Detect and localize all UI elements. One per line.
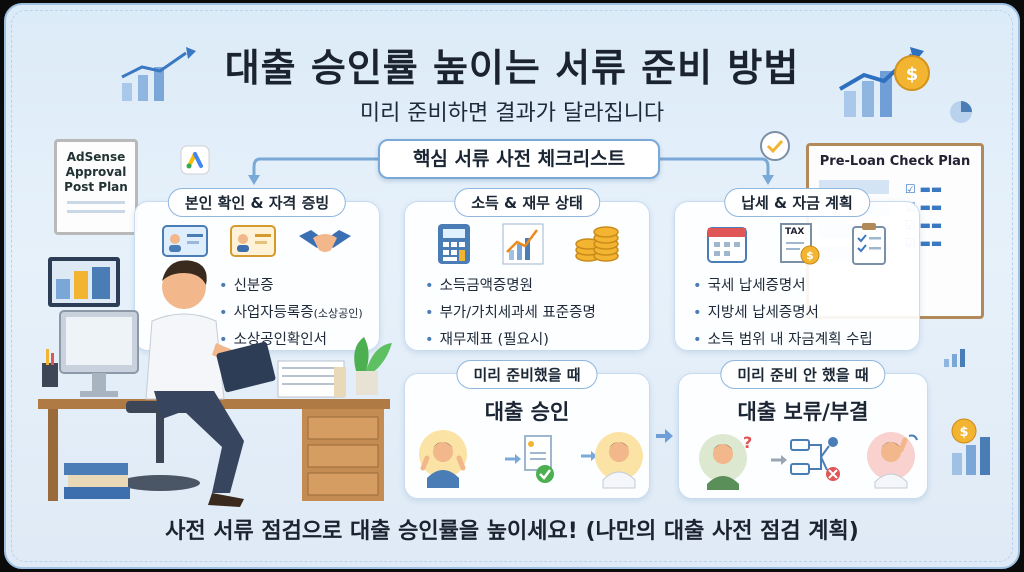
tax-card-tag: 납세 & 자금 계획 (724, 188, 870, 217)
approved-document-icon (505, 435, 554, 483)
identity-card-tag: 본인 확인 & 자격 증빙 (167, 188, 347, 217)
coin-stack-icon (574, 226, 619, 262)
id-card-icon (162, 225, 208, 257)
person-at-desk-illustration (38, 257, 392, 507)
tax-document-icon: $ TAX (777, 222, 821, 266)
finance-item-1: 소득금액증명원 (425, 274, 649, 295)
stressed-person-icon (867, 432, 918, 489)
board-line-2: Approval (65, 165, 127, 179)
unprepared-result-title: 대출 보류/부결 (737, 400, 869, 424)
bar-chart-icon (121, 47, 196, 101)
prepared-result-card: 미리 준비했을 때 대출 승인 (404, 360, 650, 499)
footer-message: 사전 서류 점검으로 대출 승인률을 높이세요! (나만의 대출 사전 점검 계… (165, 519, 859, 544)
tax-item-2: 지방세 납세증명서 (693, 301, 919, 322)
clipboard-icon (852, 223, 886, 265)
finance-item-2: 부가/가치세과세 표준증명 (425, 301, 649, 322)
happy-person-icon (419, 430, 467, 488)
page-title: 대출 승인률 높이는 서류 준비 방법 (224, 46, 800, 90)
mini-bar-chart-icon (944, 349, 965, 367)
unprepared-result-card: 미리 준비 안 했을 때 대출 보류/부결 ? (678, 360, 928, 499)
pie-chart-icon (950, 101, 972, 123)
finance-card: 소득 & 재무 상태 소득금액증명원 (404, 188, 650, 351)
calendar-icon (707, 227, 747, 263)
infographic-frame: $ 대출 승인률 높이는 서류 준비 방법 미리 준비하면 결과가 달라집니다 … (4, 3, 1020, 569)
svg-text:$: $ (806, 249, 814, 262)
svg-text:$: $ (959, 425, 968, 440)
arrow-between-results-icon (656, 429, 673, 443)
check-badge-icon (760, 131, 790, 161)
coin-icon: $ (894, 55, 930, 91)
checklist-header: 핵심 서류 사전 체크리스트 (378, 139, 660, 179)
board-line-1: AdSense (66, 150, 126, 164)
confused-person-icon: ? (699, 433, 752, 490)
arrow-right-icon (660, 157, 774, 185)
tax-card: 납세 & 자금 계획 $ TAX (674, 188, 920, 351)
page-subtitle: 미리 준비하면 결과가 달라집니다 (359, 101, 665, 126)
calculator-icon (438, 224, 471, 264)
board-line-3: Post Plan (64, 180, 128, 194)
board-title: Pre-Loan Check Plan (819, 154, 971, 169)
prepared-result-tag: 미리 준비했을 때 (456, 360, 598, 389)
svg-text:?: ? (743, 433, 752, 452)
unprepared-result-tag: 미리 준비 안 했을 때 (720, 360, 886, 389)
tax-item-3: 소득 범위 내 자금계획 수립 (693, 328, 919, 349)
finance-item-3: 재무제표 (필요시) (425, 328, 649, 349)
flowchart-rejected-icon (771, 437, 840, 481)
finance-card-tag: 소득 & 재무 상태 (454, 188, 600, 217)
tax-item-1: 국세 납세증명서 (693, 274, 919, 295)
arrow-left-icon (248, 157, 378, 185)
coin-growth-icon: $ (951, 418, 990, 475)
handshake-icon (299, 230, 351, 252)
growth-chart-icon (502, 223, 544, 265)
prepared-result-title: 대출 승인 (484, 400, 570, 424)
confident-person-icon (581, 432, 643, 489)
license-card-icon (230, 225, 276, 257)
adsense-logo-icon (180, 145, 210, 175)
adsense-plan-board: AdSense Approval Post Plan (54, 139, 138, 235)
identity-item-1: 신분증 (219, 274, 379, 295)
tax-icon-label: TAX (785, 227, 805, 237)
identity-item-2: 사업자등록증(소상공인) (219, 301, 379, 322)
svg-text:$: $ (906, 64, 919, 85)
identity-item-2-note: (소상공인) (313, 307, 363, 320)
